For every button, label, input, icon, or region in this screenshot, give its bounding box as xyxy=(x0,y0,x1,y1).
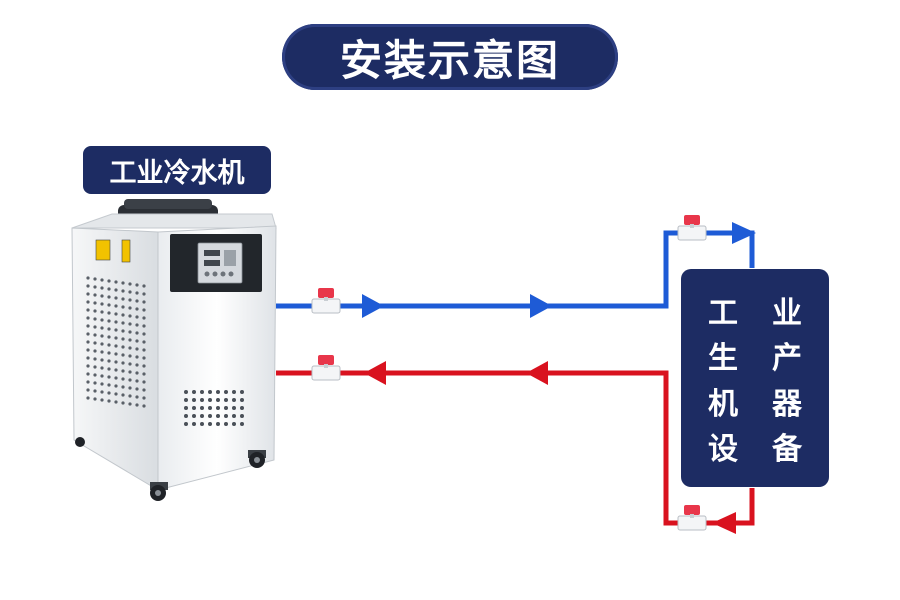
chiller-unit xyxy=(71,199,277,501)
flow-arrow xyxy=(364,361,386,385)
supply-flow-arrows xyxy=(362,222,756,318)
caster-wheel xyxy=(248,450,266,468)
production-equipment-box: 工 业 生 产 机 器 设 备 xyxy=(681,269,829,487)
flow-arrow xyxy=(732,222,756,244)
side-vent-grid xyxy=(86,276,146,408)
equipment-label-char: 器 xyxy=(772,386,802,422)
title-banner: 安装示意图 xyxy=(282,24,618,90)
flow-arrow xyxy=(362,294,384,318)
chiller-label: 工业冷水机 xyxy=(109,157,245,189)
equipment-label-char: 备 xyxy=(772,432,802,468)
ball-valve xyxy=(677,215,707,241)
caster-wheel xyxy=(75,437,85,447)
flow-arrow xyxy=(526,361,548,385)
ball-valve xyxy=(311,288,341,314)
caster-wheel xyxy=(150,482,168,501)
warning-sticker xyxy=(95,239,111,261)
warning-sticker xyxy=(121,239,131,263)
equipment-label-char: 业 xyxy=(772,295,802,331)
ball-valve xyxy=(677,505,707,531)
return-flow-arrows xyxy=(364,361,736,534)
chiller-label-badge: 工业冷水机 xyxy=(83,146,271,194)
flow-arrow xyxy=(530,294,552,318)
ball-valve xyxy=(311,355,341,381)
equipment-label-char: 工 xyxy=(708,295,738,331)
front-vent-grid xyxy=(184,390,244,426)
equipment-label-char: 产 xyxy=(772,341,802,377)
flow-arrow xyxy=(712,512,736,534)
equipment-label-char: 机 xyxy=(708,386,738,422)
page-title: 安装示意图 xyxy=(339,35,560,85)
equipment-label-char: 设 xyxy=(708,432,738,468)
equipment-label-char: 生 xyxy=(708,341,738,377)
